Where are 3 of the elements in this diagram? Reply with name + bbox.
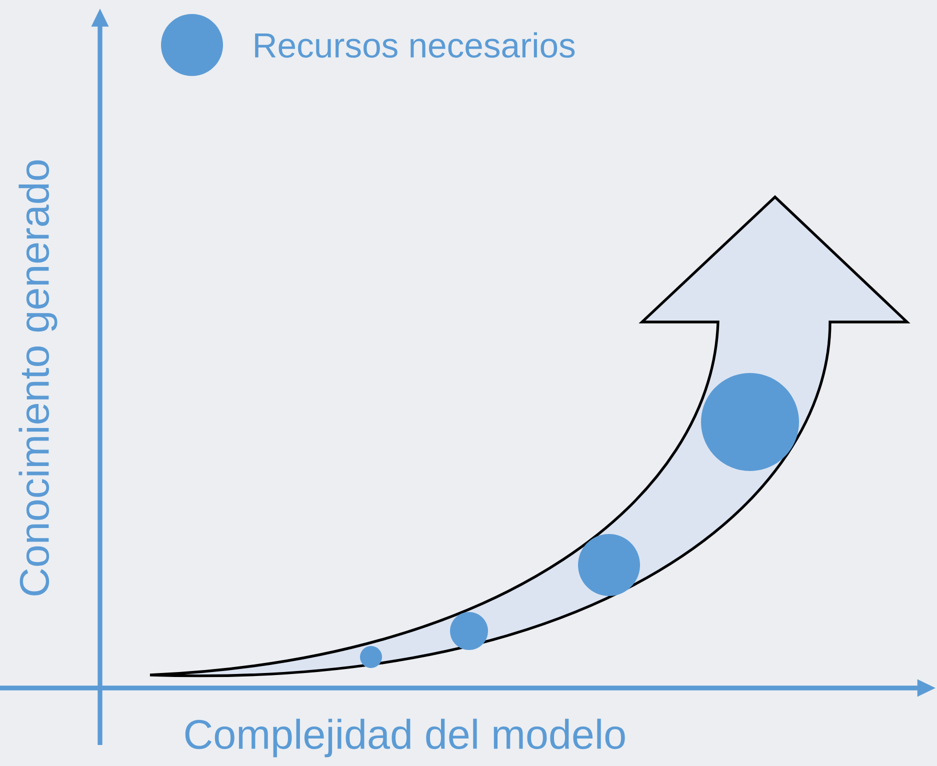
- legend-text: Recursos necesarios: [255, 32, 575, 58]
- axis-title: Complejidad del modelo: [185, 718, 625, 758]
- axis-title: Conocimiento generado: [18, 160, 58, 596]
